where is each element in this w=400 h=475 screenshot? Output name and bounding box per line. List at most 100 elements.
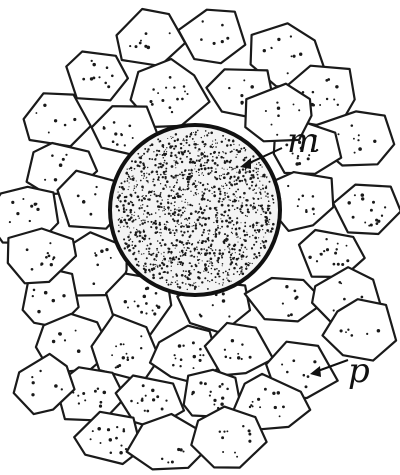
label-m: m: [287, 121, 319, 161]
oospore-stipple-dot: [188, 169, 190, 171]
oospore-stipple-dot: [189, 255, 191, 257]
cell-granule: [51, 298, 56, 303]
oospore-stipple-dot: [170, 137, 173, 139]
oospore-stipple-dot: [181, 264, 184, 267]
cell-granule: [312, 144, 315, 147]
oospore-stipple-dot: [222, 198, 225, 201]
oospore-stipple-dot: [248, 170, 252, 174]
cell-granule: [301, 194, 305, 198]
oospore-stipple-dot: [179, 143, 182, 145]
oospore-stipple-dot: [142, 197, 146, 200]
oospore-stipple-dot: [120, 182, 123, 185]
oospore-stipple-dot: [118, 224, 120, 226]
cell-granule: [46, 251, 49, 255]
cell-granule: [350, 124, 354, 127]
cell-granule: [30, 204, 34, 208]
oospore-stipple-dot: [206, 260, 209, 263]
oospore-stipple-dot: [256, 209, 259, 211]
oospore-stipple-dot: [211, 159, 214, 162]
oospore-stipple-dot: [156, 200, 159, 203]
cell-granule: [115, 143, 119, 146]
cell-granule: [121, 356, 125, 360]
oospore-stipple-dot: [157, 166, 160, 169]
oospore-stipple-dot: [189, 158, 193, 161]
oospore-stipple-dot: [175, 256, 178, 258]
oospore-stipple-dot: [138, 231, 142, 234]
oospore-stipple-dot: [158, 195, 162, 198]
oospore-stipple-dot: [262, 228, 264, 231]
oospore-stipple-dot: [249, 236, 251, 238]
oospore-stipple-dot: [148, 213, 151, 216]
oospore-stipple-dot: [186, 246, 189, 249]
oospore-stipple-dot: [236, 153, 238, 156]
oospore-stipple-dot: [265, 222, 268, 226]
oospore-stipple-dot: [259, 204, 262, 207]
cell-granule: [192, 367, 195, 370]
oospore-stipple-dot: [213, 194, 217, 198]
oospore-stipple-dot: [131, 240, 134, 243]
oospore-stipple-dot: [201, 194, 204, 197]
oospore-stipple-dot: [173, 234, 176, 237]
oospore-stipple-dot: [139, 224, 141, 226]
oospore-stipple-dot: [174, 164, 177, 166]
oospore-stipple-dot: [204, 268, 208, 272]
oospore-stipple-dot: [210, 131, 213, 135]
oospore-stipple-dot: [200, 136, 202, 139]
oospore-stipple-dot: [247, 261, 249, 264]
cell-granule: [199, 381, 203, 385]
oospore-stipple-dot: [260, 197, 262, 199]
oospore-stipple-dot: [194, 165, 197, 167]
cell-granule: [347, 328, 350, 331]
oospore-stipple-dot: [239, 237, 241, 239]
oospore-stipple-dot: [138, 199, 140, 202]
oospore-stipple-dot: [222, 282, 224, 284]
cell-granule: [347, 201, 351, 205]
cell-granule: [199, 314, 203, 318]
oospore-stipple-dot: [160, 192, 162, 194]
oospore-stipple-dot: [186, 188, 189, 191]
oospore-stipple-dot: [173, 195, 176, 197]
cell-granule: [301, 91, 305, 94]
oospore-stipple-dot: [164, 184, 167, 187]
oospore-stipple-dot: [212, 151, 216, 154]
cell-granule: [74, 329, 77, 332]
oospore-stipple-dot: [243, 159, 246, 162]
oospore-stipple-dot: [211, 143, 213, 146]
oospore-stipple-dot: [138, 234, 142, 237]
cell-granule: [325, 79, 329, 82]
oospore-stipple-dot: [186, 219, 189, 221]
cell-granule: [286, 370, 289, 374]
oospore-stipple-dot: [210, 243, 213, 246]
oospore-stipple-dot: [175, 177, 177, 179]
oospore-stipple-dot: [127, 188, 129, 191]
oospore-stipple-dot: [201, 212, 204, 215]
cell-granule: [343, 297, 346, 301]
oospore-stipple-dot: [218, 151, 221, 154]
oospore-stipple-dot: [224, 249, 226, 251]
oospore-stipple-dot: [123, 199, 127, 203]
oospore-stipple-dot: [133, 211, 136, 213]
oospore-stipple-dot: [251, 180, 254, 184]
oospore-stipple-dot: [185, 270, 187, 273]
oospore-stipple-dot: [178, 258, 180, 260]
oospore-stipple-dot: [165, 229, 168, 231]
oospore-stipple-dot: [258, 161, 260, 164]
cell-granule: [306, 375, 310, 378]
oospore-stipple-dot: [243, 197, 245, 199]
oospore-stipple-dot: [147, 182, 149, 184]
cell-granule: [143, 409, 146, 412]
oospore-stipple-dot: [163, 243, 167, 246]
oospore-stipple-dot: [221, 265, 223, 267]
oospore-stipple-dot: [256, 173, 259, 176]
oospore-stipple-dot: [184, 274, 187, 277]
oospore-stipple-dot: [236, 217, 239, 220]
oospore-stipple-dot: [241, 168, 245, 171]
oospore-stipple-dot: [152, 267, 156, 270]
oospore-stipple-dot: [214, 255, 216, 257]
oospore-stipple-dot: [206, 199, 209, 202]
oospore-stipple-dot: [223, 187, 225, 190]
oospore-stipple-dot: [213, 268, 216, 271]
oospore-stipple-dot: [194, 133, 197, 136]
oospore-stipple-dot: [262, 187, 265, 190]
cell-granule: [60, 388, 63, 391]
